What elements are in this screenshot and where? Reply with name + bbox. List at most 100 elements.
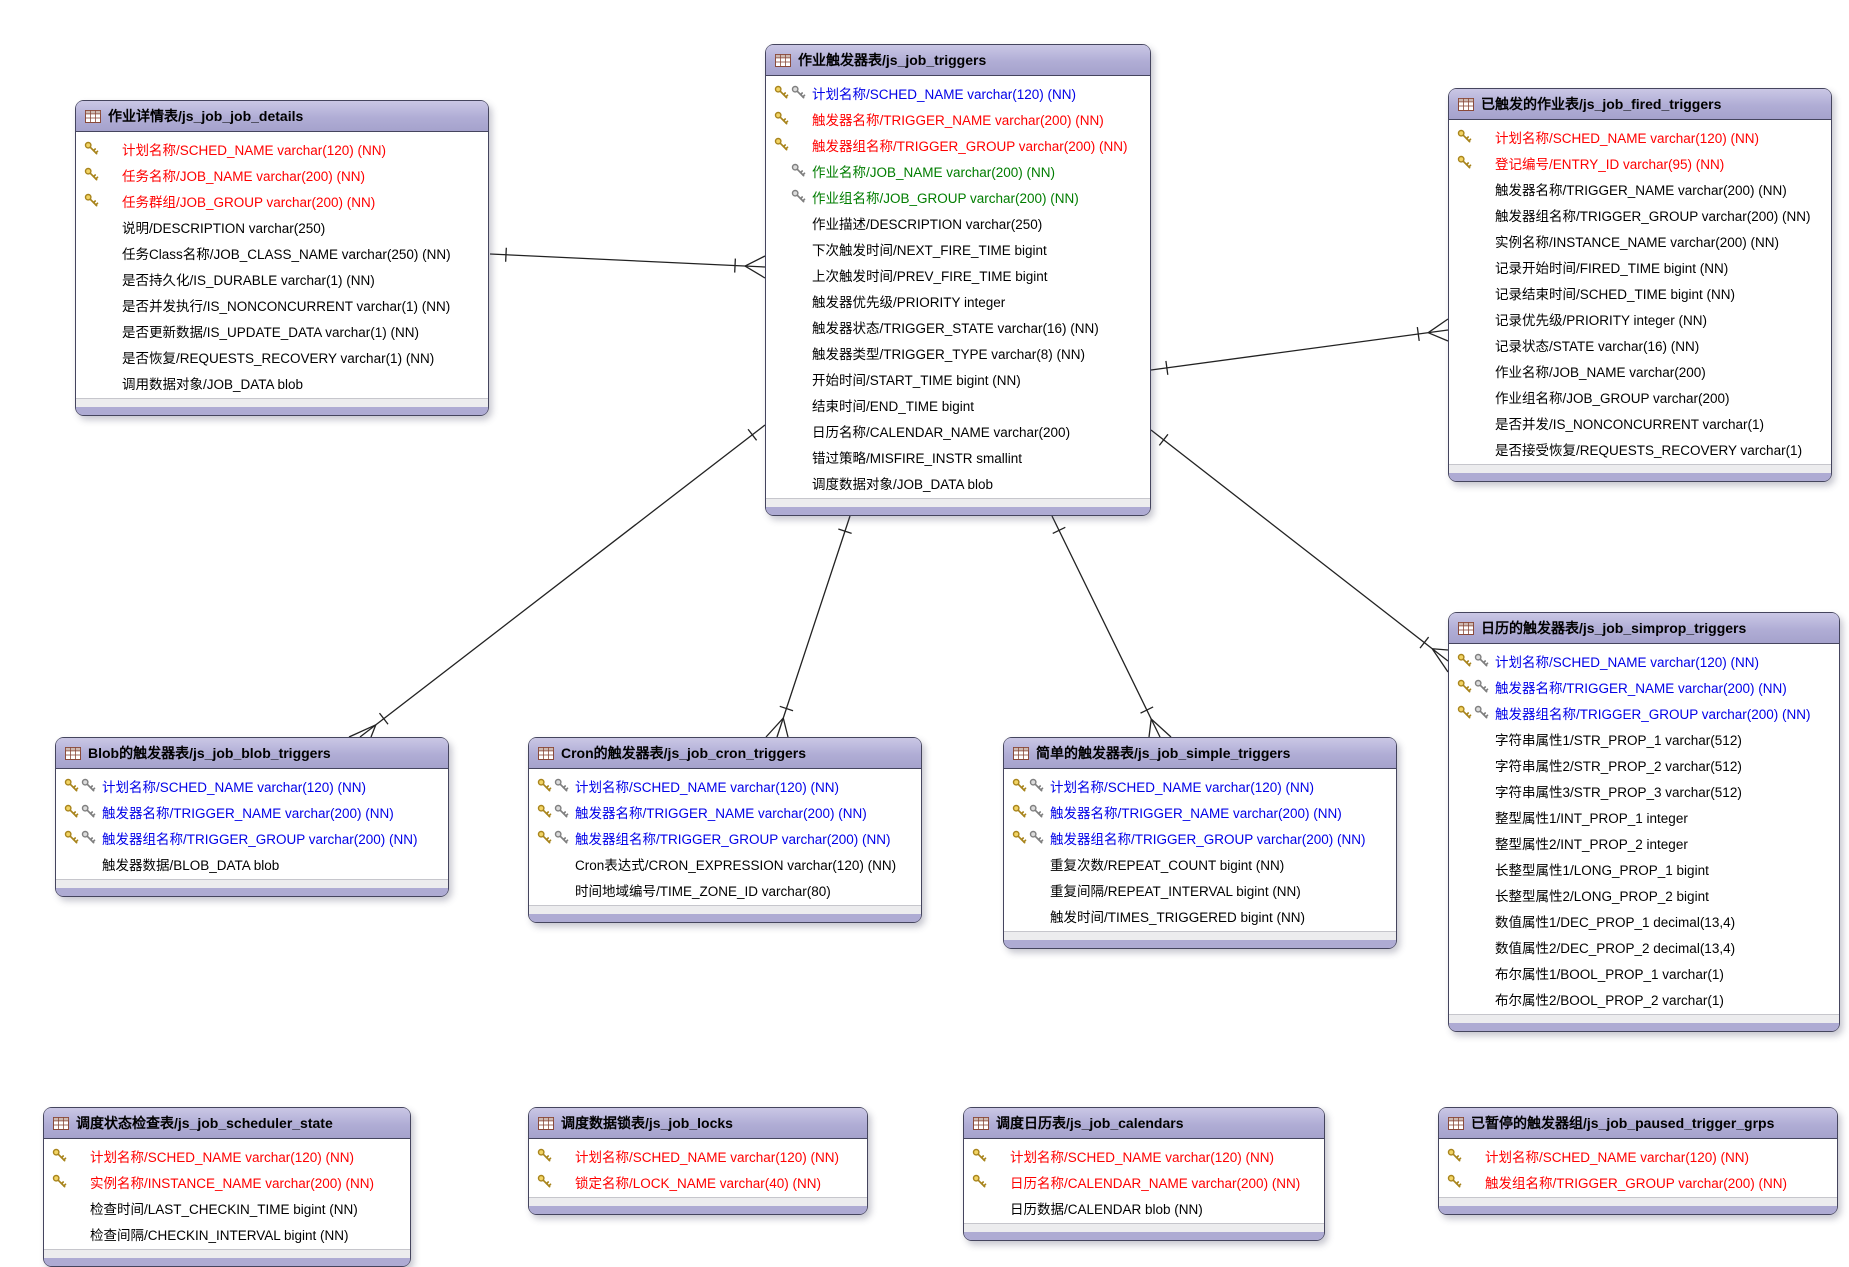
column-row[interactable]: 重复间隔/REPEAT_INTERVAL bigint (NN) <box>1004 877 1396 903</box>
column-row[interactable]: 触发器名称/TRIGGER_NAME varchar(200) (NN) <box>1449 176 1831 202</box>
column-row[interactable]: 说明/DESCRIPTION varchar(250) <box>76 214 488 240</box>
column-row[interactable]: 计划名称/SCHED_NAME varchar(120) (NN) <box>1439 1143 1837 1169</box>
table-node-js_job_blob_triggers[interactable]: Blob的触发器表/js_job_blob_triggers 计划名称/SCHED… <box>55 737 449 897</box>
column-row[interactable]: 检查间隔/CHECKIN_INTERVAL bigint (NN) <box>44 1221 410 1247</box>
column-row[interactable]: 日历名称/CALENDAR_NAME varchar(200) <box>766 418 1150 444</box>
column-row[interactable]: 是否更新数据/IS_UPDATE_DATA varchar(1) (NN) <box>76 318 488 344</box>
column-row[interactable]: 计划名称/SCHED_NAME varchar(120) (NN) <box>1449 648 1839 674</box>
column-row[interactable]: 调度数据对象/JOB_DATA blob <box>766 470 1150 496</box>
column-row[interactable]: 记录优先级/PRIORITY integer (NN) <box>1449 306 1831 332</box>
table-header[interactable]: 已触发的作业表/js_job_fired_triggers <box>1449 89 1831 120</box>
table-header[interactable]: Cron的触发器表/js_job_cron_triggers <box>529 738 921 769</box>
column-row[interactable]: 是否并发/IS_NONCONCURRENT varchar(1) <box>1449 410 1831 436</box>
column-row[interactable]: 任务Class名称/JOB_CLASS_NAME varchar(250) (N… <box>76 240 488 266</box>
column-row[interactable]: 触发器类型/TRIGGER_TYPE varchar(8) (NN) <box>766 340 1150 366</box>
table-node-js_job_cron_triggers[interactable]: Cron的触发器表/js_job_cron_triggers 计划名称/SCHED… <box>528 737 922 923</box>
column-row[interactable]: 字符串属性2/STR_PROP_2 varchar(512) <box>1449 752 1839 778</box>
column-row[interactable]: 时间地域编号/TIME_ZONE_ID varchar(80) <box>529 877 921 903</box>
column-row[interactable]: 是否接受恢复/REQUESTS_RECOVERY varchar(1) <box>1449 436 1831 462</box>
column-row[interactable]: 计划名称/SCHED_NAME varchar(120) (NN) <box>1449 124 1831 150</box>
column-row[interactable]: 触发器数据/BLOB_DATA blob <box>56 851 448 877</box>
column-row[interactable]: 记录开始时间/FIRED_TIME bigint (NN) <box>1449 254 1831 280</box>
column-row[interactable]: 计划名称/SCHED_NAME varchar(120) (NN) <box>529 1143 867 1169</box>
column-row[interactable]: 触发时间/TIMES_TRIGGERED bigint (NN) <box>1004 903 1396 929</box>
table-node-js_job_fired_triggers[interactable]: 已触发的作业表/js_job_fired_triggers 计划名称/SCHED_… <box>1448 88 1832 482</box>
relationship-js_job_triggers--js_job_simple_triggers[interactable] <box>1051 515 1172 738</box>
column-row[interactable]: 触发器组名称/TRIGGER_GROUP varchar(200) (NN) <box>766 132 1150 158</box>
column-row[interactable]: 触发器优先级/PRIORITY integer <box>766 288 1150 314</box>
column-row[interactable]: 触发器组名称/TRIGGER_GROUP varchar(200) (NN) <box>1004 825 1396 851</box>
column-row[interactable]: 布尔属性2/BOOL_PROP_2 varchar(1) <box>1449 986 1839 1012</box>
column-row[interactable]: 数值属性1/DEC_PROP_1 decimal(13,4) <box>1449 908 1839 934</box>
column-row[interactable]: 日历数据/CALENDAR blob (NN) <box>964 1195 1324 1221</box>
column-row[interactable]: 触发器名称/TRIGGER_NAME varchar(200) (NN) <box>1449 674 1839 700</box>
column-row[interactable]: 实例名称/INSTANCE_NAME varchar(200) (NN) <box>44 1169 410 1195</box>
column-row[interactable]: 是否持久化/IS_DURABLE varchar(1) (NN) <box>76 266 488 292</box>
column-row[interactable]: 记录结束时间/SCHED_TIME bigint (NN) <box>1449 280 1831 306</box>
column-row[interactable]: 长整型属性1/LONG_PROP_1 bigint <box>1449 856 1839 882</box>
table-header[interactable]: 调度数据锁表/js_job_locks <box>529 1108 867 1139</box>
table-node-js_job_calendars[interactable]: 调度日历表/js_job_calendars 计划名称/SCHED_NAME va… <box>963 1107 1325 1241</box>
table-header[interactable]: 调度日历表/js_job_calendars <box>964 1108 1324 1139</box>
column-row[interactable]: 整型属性1/INT_PROP_1 integer <box>1449 804 1839 830</box>
column-row[interactable]: 检查时间/LAST_CHECKIN_TIME bigint (NN) <box>44 1195 410 1221</box>
column-row[interactable]: 是否恢复/REQUESTS_RECOVERY varchar(1) (NN) <box>76 344 488 370</box>
column-row[interactable]: 作业描述/DESCRIPTION varchar(250) <box>766 210 1150 236</box>
column-row[interactable]: 作业名称/JOB_NAME varchar(200) (NN) <box>766 158 1150 184</box>
column-row[interactable]: 触发器组名称/TRIGGER_GROUP varchar(200) (NN) <box>1449 202 1831 228</box>
column-row[interactable]: 是否并发执行/IS_NONCONCURRENT varchar(1) (NN) <box>76 292 488 318</box>
relationship-js_job_job_details--js_job_triggers[interactable] <box>489 247 766 279</box>
column-row[interactable]: 作业组名称/JOB_GROUP varchar(200) (NN) <box>766 184 1150 210</box>
column-row[interactable]: 触发器组名称/TRIGGER_GROUP varchar(200) (NN) <box>529 825 921 851</box>
column-row[interactable]: 计划名称/SCHED_NAME varchar(120) (NN) <box>766 80 1150 106</box>
column-row[interactable]: 数值属性2/DEC_PROP_2 decimal(13,4) <box>1449 934 1839 960</box>
column-row[interactable]: 调用数据对象/JOB_DATA blob <box>76 370 488 396</box>
column-row[interactable]: 触发组名称/TRIGGER_GROUP varchar(200) (NN) <box>1439 1169 1837 1195</box>
column-row[interactable]: 重复次数/REPEAT_COUNT bigint (NN) <box>1004 851 1396 877</box>
column-row[interactable]: Cron表达式/CRON_EXPRESSION varchar(120) (NN… <box>529 851 921 877</box>
relationship-js_job_triggers--js_job_cron_triggers[interactable] <box>765 515 852 738</box>
column-row[interactable]: 作业名称/JOB_NAME varchar(200) <box>1449 358 1831 384</box>
column-row[interactable]: 实例名称/INSTANCE_NAME varchar(200) (NN) <box>1449 228 1831 254</box>
column-row[interactable]: 长整型属性2/LONG_PROP_2 bigint <box>1449 882 1839 908</box>
column-row[interactable]: 任务群组/JOB_GROUP varchar(200) (NN) <box>76 188 488 214</box>
column-row[interactable]: 触发器名称/TRIGGER_NAME varchar(200) (NN) <box>529 799 921 825</box>
table-header[interactable]: 作业触发器表/js_job_triggers <box>766 45 1150 76</box>
column-row[interactable]: 上次触发时间/PREV_FIRE_TIME bigint <box>766 262 1150 288</box>
column-row[interactable]: 字符串属性1/STR_PROP_1 varchar(512) <box>1449 726 1839 752</box>
column-row[interactable]: 触发器组名称/TRIGGER_GROUP varchar(200) (NN) <box>1449 700 1839 726</box>
column-row[interactable]: 触发器名称/TRIGGER_NAME varchar(200) (NN) <box>1004 799 1396 825</box>
column-row[interactable]: 锁定名称/LOCK_NAME varchar(40) (NN) <box>529 1169 867 1195</box>
relationship-js_job_triggers--js_job_simprop_triggers[interactable] <box>1150 429 1449 673</box>
column-row[interactable]: 字符串属性3/STR_PROP_3 varchar(512) <box>1449 778 1839 804</box>
column-row[interactable]: 布尔属性1/BOOL_PROP_1 varchar(1) <box>1449 960 1839 986</box>
column-row[interactable]: 整型属性2/INT_PROP_2 integer <box>1449 830 1839 856</box>
column-row[interactable]: 触发器名称/TRIGGER_NAME varchar(200) (NN) <box>766 106 1150 132</box>
table-node-js_job_locks[interactable]: 调度数据锁表/js_job_locks 计划名称/SCHED_NAME varch… <box>528 1107 868 1215</box>
relationship-js_job_triggers--js_job_blob_triggers[interactable] <box>348 424 766 738</box>
column-row[interactable]: 登记编号/ENTRY_ID varchar(95) (NN) <box>1449 150 1831 176</box>
column-row[interactable]: 结束时间/END_TIME bigint <box>766 392 1150 418</box>
column-row[interactable]: 计划名称/SCHED_NAME varchar(120) (NN) <box>76 136 488 162</box>
table-node-js_job_triggers[interactable]: 作业触发器表/js_job_triggers 计划名称/SCHED_NAME va… <box>765 44 1151 516</box>
column-row[interactable]: 计划名称/SCHED_NAME varchar(120) (NN) <box>964 1143 1324 1169</box>
column-row[interactable]: 记录状态/STATE varchar(16) (NN) <box>1449 332 1831 358</box>
column-row[interactable]: 计划名称/SCHED_NAME varchar(120) (NN) <box>56 773 448 799</box>
column-row[interactable]: 错过策略/MISFIRE_INSTR smallint <box>766 444 1150 470</box>
table-header[interactable]: Blob的触发器表/js_job_blob_triggers <box>56 738 448 769</box>
column-row[interactable]: 触发器状态/TRIGGER_STATE varchar(16) (NN) <box>766 314 1150 340</box>
table-header[interactable]: 作业详情表/js_job_job_details <box>76 101 488 132</box>
column-row[interactable]: 作业组名称/JOB_GROUP varchar(200) <box>1449 384 1831 410</box>
table-node-js_job_paused_trigger_grps[interactable]: 已暂停的触发器组/js_job_paused_trigger_grps 计划名称/… <box>1438 1107 1838 1215</box>
column-row[interactable]: 计划名称/SCHED_NAME varchar(120) (NN) <box>529 773 921 799</box>
column-row[interactable]: 任务名称/JOB_NAME varchar(200) (NN) <box>76 162 488 188</box>
table-header[interactable]: 已暂停的触发器组/js_job_paused_trigger_grps <box>1439 1108 1837 1139</box>
column-row[interactable]: 触发器名称/TRIGGER_NAME varchar(200) (NN) <box>56 799 448 825</box>
table-node-js_job_job_details[interactable]: 作业详情表/js_job_job_details 计划名称/SCHED_NAME … <box>75 100 489 416</box>
column-row[interactable]: 触发器组名称/TRIGGER_GROUP varchar(200) (NN) <box>56 825 448 851</box>
table-header[interactable]: 日历的触发器表/js_job_simprop_triggers <box>1449 613 1839 644</box>
column-row[interactable]: 计划名称/SCHED_NAME varchar(120) (NN) <box>44 1143 410 1169</box>
column-row[interactable]: 日历名称/CALENDAR_NAME varchar(200) (NN) <box>964 1169 1324 1195</box>
